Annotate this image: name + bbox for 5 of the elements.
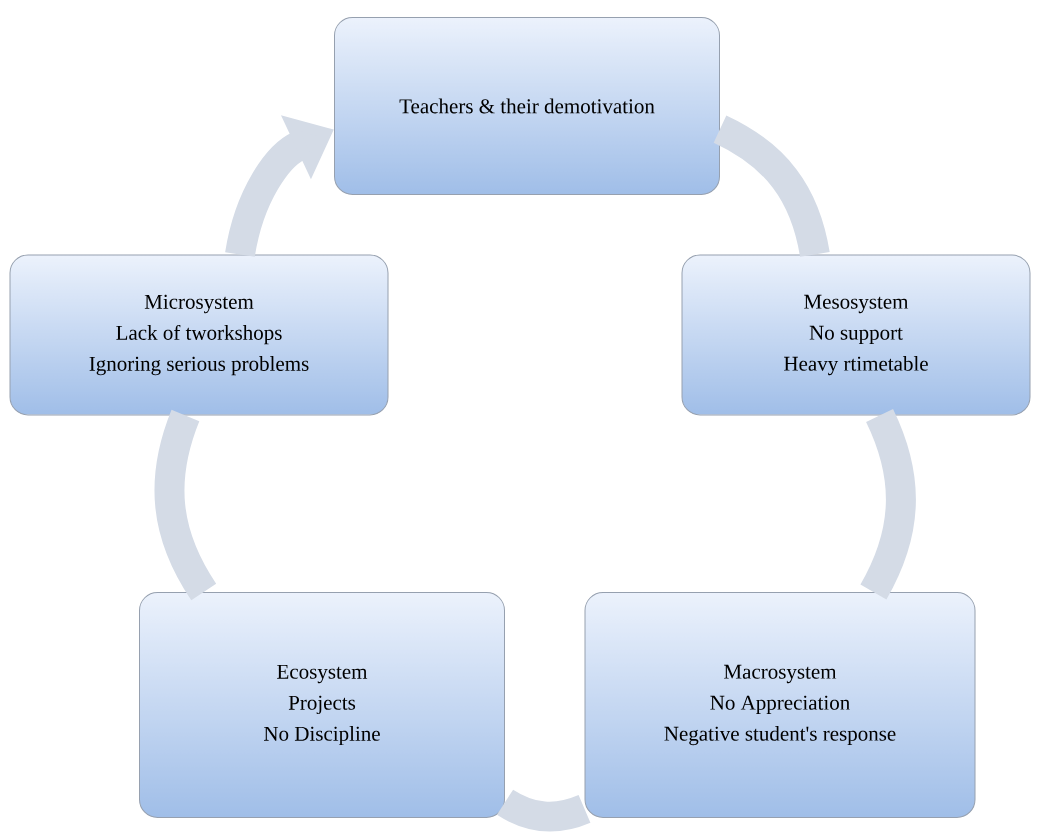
rounded-box: Macrosystem No Appreciation Negative student's response [584,592,976,818]
rounded-box: Teachers & their demotivation [334,17,720,195]
rounded-box: Ecosystem Projects No Discipline [139,592,505,818]
rounded-box: Mesosystem No support Heavy rtimetable [681,254,1031,416]
rounded-box: Microsystem Lack of tworkshops Ignoring serious problems [9,254,389,416]
